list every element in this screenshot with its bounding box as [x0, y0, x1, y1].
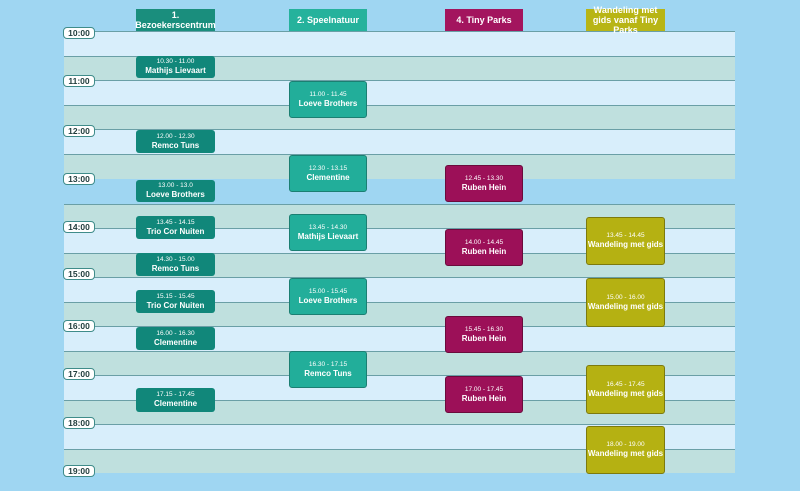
event-time: 15.45 - 16.30	[464, 325, 504, 333]
grid-row	[64, 80, 735, 105]
event-time: 15.15 - 15.45	[156, 292, 195, 300]
event-card[interactable]: 13.45 - 14.45 Wandeling met gids	[586, 217, 665, 265]
time-label: 17:00	[63, 368, 95, 380]
event-card[interactable]: 15.00 - 16.00 Wandeling met gids	[586, 278, 665, 327]
column-header-wandeling: Wandeling met gids vanaf Tiny Parks	[586, 5, 665, 35]
time-label: 13:00	[63, 173, 95, 185]
event-card[interactable]: 13.00 - 13.0 Loeve Brothers	[136, 180, 215, 202]
event-name: Remco Tuns	[151, 263, 200, 273]
event-time: 12.30 - 13.15	[308, 164, 348, 172]
grid-row	[64, 105, 735, 129]
event-card[interactable]: 14.30 - 15.00 Remco Tuns	[136, 253, 215, 276]
event-card[interactable]: 10.30 - 11.00 Mathijs Lievaart	[136, 56, 215, 78]
event-time: 14.00 - 14.45	[464, 238, 504, 246]
event-time: 10.30 - 11.00	[156, 58, 195, 65]
event-name: Ruben Hein	[461, 393, 507, 403]
event-card[interactable]: 16.45 - 17.45 Wandeling met gids	[586, 365, 665, 414]
grid-row	[64, 31, 735, 56]
event-card[interactable]: 17.00 - 17.45 Ruben Hein	[445, 376, 523, 413]
time-label: 18:00	[63, 417, 95, 429]
event-time: 12.45 - 13.30	[464, 174, 504, 182]
time-label: 10:00	[63, 27, 95, 39]
event-name: Wandeling met gids	[587, 388, 664, 398]
event-name: Ruben Hein	[461, 182, 507, 192]
event-card[interactable]: 17.15 - 17.45 Clementine	[136, 388, 215, 412]
event-time: 13.45 - 14.45	[606, 232, 645, 239]
column-header-tiny-parks: 4. Tiny Parks	[445, 9, 523, 31]
event-time: 13.00 - 13.0	[158, 182, 193, 189]
event-name: Trio Cor Nuiten	[146, 226, 205, 236]
time-label: 16:00	[63, 320, 95, 332]
event-time: 16.30 - 17.15	[308, 360, 348, 368]
time-label: 19:00	[63, 465, 95, 477]
event-name: Clementine	[306, 172, 350, 182]
event-time: 14.30 - 15.00	[156, 255, 195, 263]
event-time: 11.00 - 11.45	[309, 90, 347, 98]
event-time: 13.45 - 14.15	[156, 218, 195, 226]
event-card[interactable]: 15.00 - 15.45 Loeve Brothers	[289, 278, 367, 315]
event-name: Wandeling met gids	[587, 449, 664, 458]
event-time: 13.45 - 14.30	[308, 223, 348, 231]
event-card[interactable]: 12.30 - 13.15 Clementine	[289, 155, 367, 192]
event-time: 17.00 - 17.45	[464, 385, 504, 393]
event-name: Ruben Hein	[461, 333, 507, 343]
column-header-speelnatuur: 2. Speelnatuur	[289, 9, 367, 31]
event-name: Mathijs Lievaart	[297, 231, 359, 241]
event-name: Clementine	[153, 399, 198, 408]
event-name: Remco Tuns	[304, 368, 352, 378]
time-label: 11:00	[63, 75, 95, 87]
column-header-bezoekerscentrum: 1. Bezoekerscentrum	[135, 9, 216, 31]
event-card[interactable]: 15.45 - 16.30 Ruben Hein	[445, 316, 523, 353]
event-name: Wandeling met gids	[587, 240, 664, 249]
event-card[interactable]: 13.45 - 14.30 Mathijs Lievaart	[289, 214, 367, 251]
event-time: 12.00 - 12.30	[156, 132, 195, 140]
event-time: 18.00 - 19.00	[606, 441, 645, 448]
event-name: Clementine	[153, 337, 198, 347]
event-card[interactable]: 13.45 - 14.15 Trio Cor Nuiten	[136, 216, 215, 239]
time-label: 12:00	[63, 125, 95, 137]
event-time: 16.45 - 17.45	[606, 380, 645, 388]
event-name: Trio Cor Nuiten	[146, 300, 205, 310]
event-card[interactable]: 15.15 - 15.45 Trio Cor Nuiten	[136, 290, 215, 313]
event-name: Loeve Brothers	[298, 295, 358, 305]
event-card[interactable]: 18.00 - 19.00 Wandeling met gids	[586, 426, 665, 474]
event-name: Ruben Hein	[461, 246, 507, 256]
event-card[interactable]: 12.45 - 13.30 Ruben Hein	[445, 165, 523, 202]
event-card[interactable]: 16.30 - 17.15 Remco Tuns	[289, 351, 367, 388]
event-time: 15.00 - 16.00	[606, 293, 645, 301]
event-name: Remco Tuns	[151, 140, 200, 150]
event-card[interactable]: 14.00 - 14.45 Ruben Hein	[445, 229, 523, 266]
grid-row	[64, 154, 735, 179]
time-label: 15:00	[63, 268, 95, 280]
event-name: Mathijs Lievaart	[145, 66, 206, 75]
event-name: Loeve Brothers	[146, 190, 205, 199]
event-time: 15.00 - 15.45	[308, 287, 348, 295]
event-time: 17.15 - 17.45	[156, 391, 195, 398]
event-name: Loeve Brothers	[298, 98, 358, 108]
time-label: 14:00	[63, 221, 95, 233]
event-card[interactable]: 12.00 - 12.30 Remco Tuns	[136, 130, 215, 153]
event-card[interactable]: 16.00 - 16.30 Clementine	[136, 327, 215, 350]
schedule-stage: 1. Bezoekerscentrum 2. Speelnatuur 4. Ti…	[63, 5, 735, 477]
event-card[interactable]: 11.00 - 11.45 Loeve Brothers	[289, 81, 367, 118]
event-time: 16.00 - 16.30	[156, 329, 195, 337]
event-name: Wandeling met gids	[587, 301, 664, 311]
